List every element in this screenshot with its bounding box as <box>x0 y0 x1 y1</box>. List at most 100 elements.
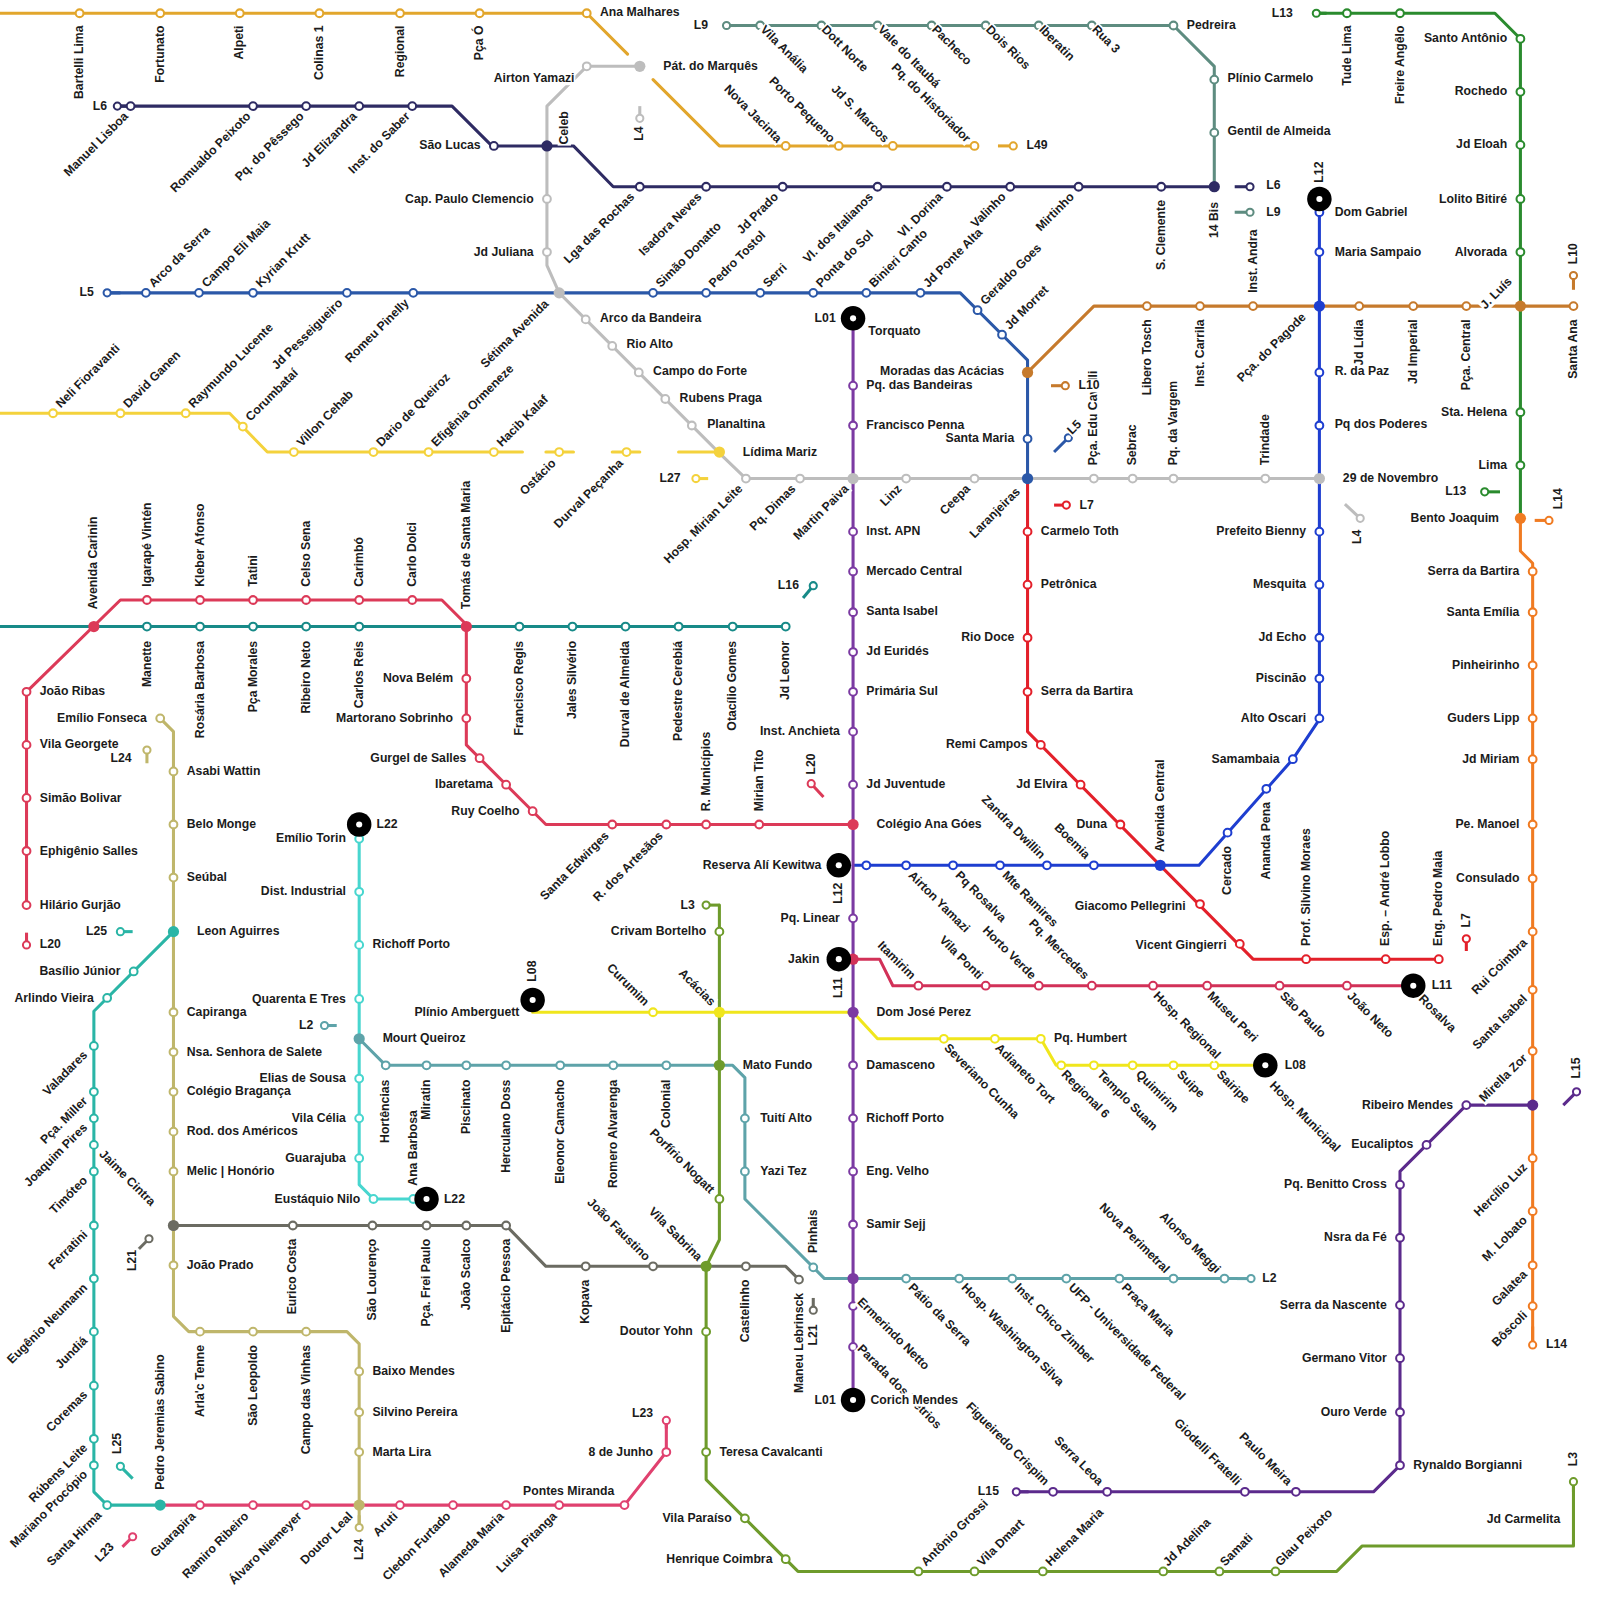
station-label: Hortências <box>379 1079 392 1144</box>
tag-end <box>117 928 124 935</box>
station-dot <box>516 623 524 631</box>
station-label: Ouro Verde <box>1320 1406 1388 1419</box>
station-dot <box>729 623 737 631</box>
station-dot <box>849 648 857 656</box>
station-dot <box>182 409 190 417</box>
route-line <box>160 718 359 1525</box>
station-label: Sta. Helena <box>1440 406 1508 419</box>
station-label: Kleber Afonso <box>193 502 206 587</box>
station-label: Remi Campos <box>945 738 1029 751</box>
station-dot <box>1396 1408 1404 1416</box>
station-dot <box>76 9 84 17</box>
station-dot <box>756 289 764 297</box>
station-label: Laranjeiras <box>967 485 1024 542</box>
station-label: Campo das Vinhas <box>299 1344 312 1455</box>
station-dot <box>583 62 591 70</box>
station-dot <box>1529 986 1537 994</box>
station-dot <box>170 1008 178 1016</box>
station-label: Damasceno <box>865 1059 936 1072</box>
station-dot <box>1423 1141 1431 1149</box>
station-dot <box>502 1501 510 1509</box>
route-line <box>706 905 1573 1571</box>
station-dot <box>502 1222 510 1230</box>
station-label: Pq. das Bandeiras <box>865 379 973 392</box>
station-label: Durval de Almeida <box>619 640 632 748</box>
station-label: Jd Juventude <box>865 778 946 791</box>
station-label: Mourt Queiroz <box>382 1032 467 1045</box>
station-label: Planaltina <box>706 418 766 431</box>
station-dot <box>702 289 710 297</box>
station-dot <box>971 475 979 483</box>
station-dot <box>849 382 857 390</box>
station-dot <box>1077 781 1085 789</box>
station-dot <box>662 1448 670 1456</box>
station-label: Nova Perimetral <box>1096 1200 1173 1277</box>
station-label: Santa Maria <box>945 432 1016 445</box>
station-label: L13 <box>1271 7 1294 20</box>
station-label: Pinheirinho <box>1451 659 1520 672</box>
station-label: Jd Eloah <box>1455 138 1508 151</box>
station-label: Alpeti <box>233 24 246 60</box>
station-label: Jd Morret <box>1002 283 1052 333</box>
station-label: Baixo Mendes <box>371 1365 455 1378</box>
station-label: Colégio Ana Góes <box>876 818 983 831</box>
tag-end <box>321 1022 328 1029</box>
station-dot <box>782 1555 790 1563</box>
station-dot <box>156 714 164 722</box>
route-line <box>94 932 174 1505</box>
station-dot <box>741 1114 749 1122</box>
station-dot <box>1302 955 1310 963</box>
station-dot <box>1043 861 1051 869</box>
station-dot <box>608 821 616 829</box>
station-label: Nsa. Senhora de Salete <box>186 1045 323 1058</box>
station-label: Martorano Sobrinho <box>335 712 454 725</box>
station-dot <box>302 596 310 604</box>
tag-end <box>1463 935 1470 942</box>
station-label: Hosp. Washington Silva <box>958 1280 1067 1389</box>
station-label: Paulo Meira <box>1236 1430 1295 1489</box>
station-label: Rui Coimbra <box>1468 936 1530 998</box>
station-dot <box>1529 608 1537 616</box>
station-label: Sairipe <box>1213 1067 1253 1107</box>
station-label: Zandra Dwillin <box>978 792 1048 862</box>
station-label: Ephigênio Salles <box>39 844 139 857</box>
station-label: Hercílio Luz <box>1471 1160 1531 1220</box>
station-label: Jd Adelina <box>1160 1515 1214 1569</box>
station-dot <box>249 596 257 604</box>
terminal-marker-dot <box>1262 1062 1268 1068</box>
interchange-dot <box>1515 301 1526 312</box>
station-dot <box>741 1168 749 1176</box>
station-label: Pedro Jeremias Sabino <box>154 1353 167 1490</box>
station-label: João Faustino <box>584 1195 654 1265</box>
station-dot <box>782 623 790 631</box>
station-label: Inst. APN <box>865 525 921 538</box>
station-label: Mato Fundo <box>742 1059 813 1072</box>
station-dot <box>90 1042 98 1050</box>
station-label: Jd Carmelita <box>1486 1513 1562 1526</box>
station-dot <box>1196 302 1204 310</box>
station-dot <box>609 1061 617 1069</box>
station-label: Glau Peixoto <box>1272 1506 1336 1570</box>
terminal-marker <box>1307 187 1331 211</box>
station-label: Herculano Doss <box>499 1079 512 1174</box>
station-dot <box>409 289 417 297</box>
station-label: Horto Verde <box>979 923 1039 983</box>
station-label: Serra da Nascente <box>1279 1298 1388 1311</box>
station-label: Rua 3 <box>1089 22 1123 56</box>
station-label: Rubens Praga <box>679 391 763 404</box>
station-label: João Prado <box>186 1259 255 1272</box>
station-label: Plínio Amberguett <box>413 1006 520 1019</box>
station-label: Eustáquio Nilo <box>273 1192 361 1205</box>
station-label: Jundiá <box>52 1333 91 1372</box>
terminal-marker-dot <box>836 956 842 962</box>
station-dot <box>971 1568 979 1576</box>
station-label: Mirtinho <box>1033 190 1078 235</box>
terminal-marker <box>414 1187 438 1211</box>
route-line <box>0 625 786 628</box>
station-label: Pça. do Pagode <box>1234 310 1309 385</box>
station-dot <box>90 1435 98 1443</box>
station-label: Neli Fioravanti <box>53 341 123 411</box>
station-dot <box>555 448 563 456</box>
station-label: Romeu Pinelly <box>342 296 412 366</box>
station-label: R. Municípios <box>699 731 712 813</box>
